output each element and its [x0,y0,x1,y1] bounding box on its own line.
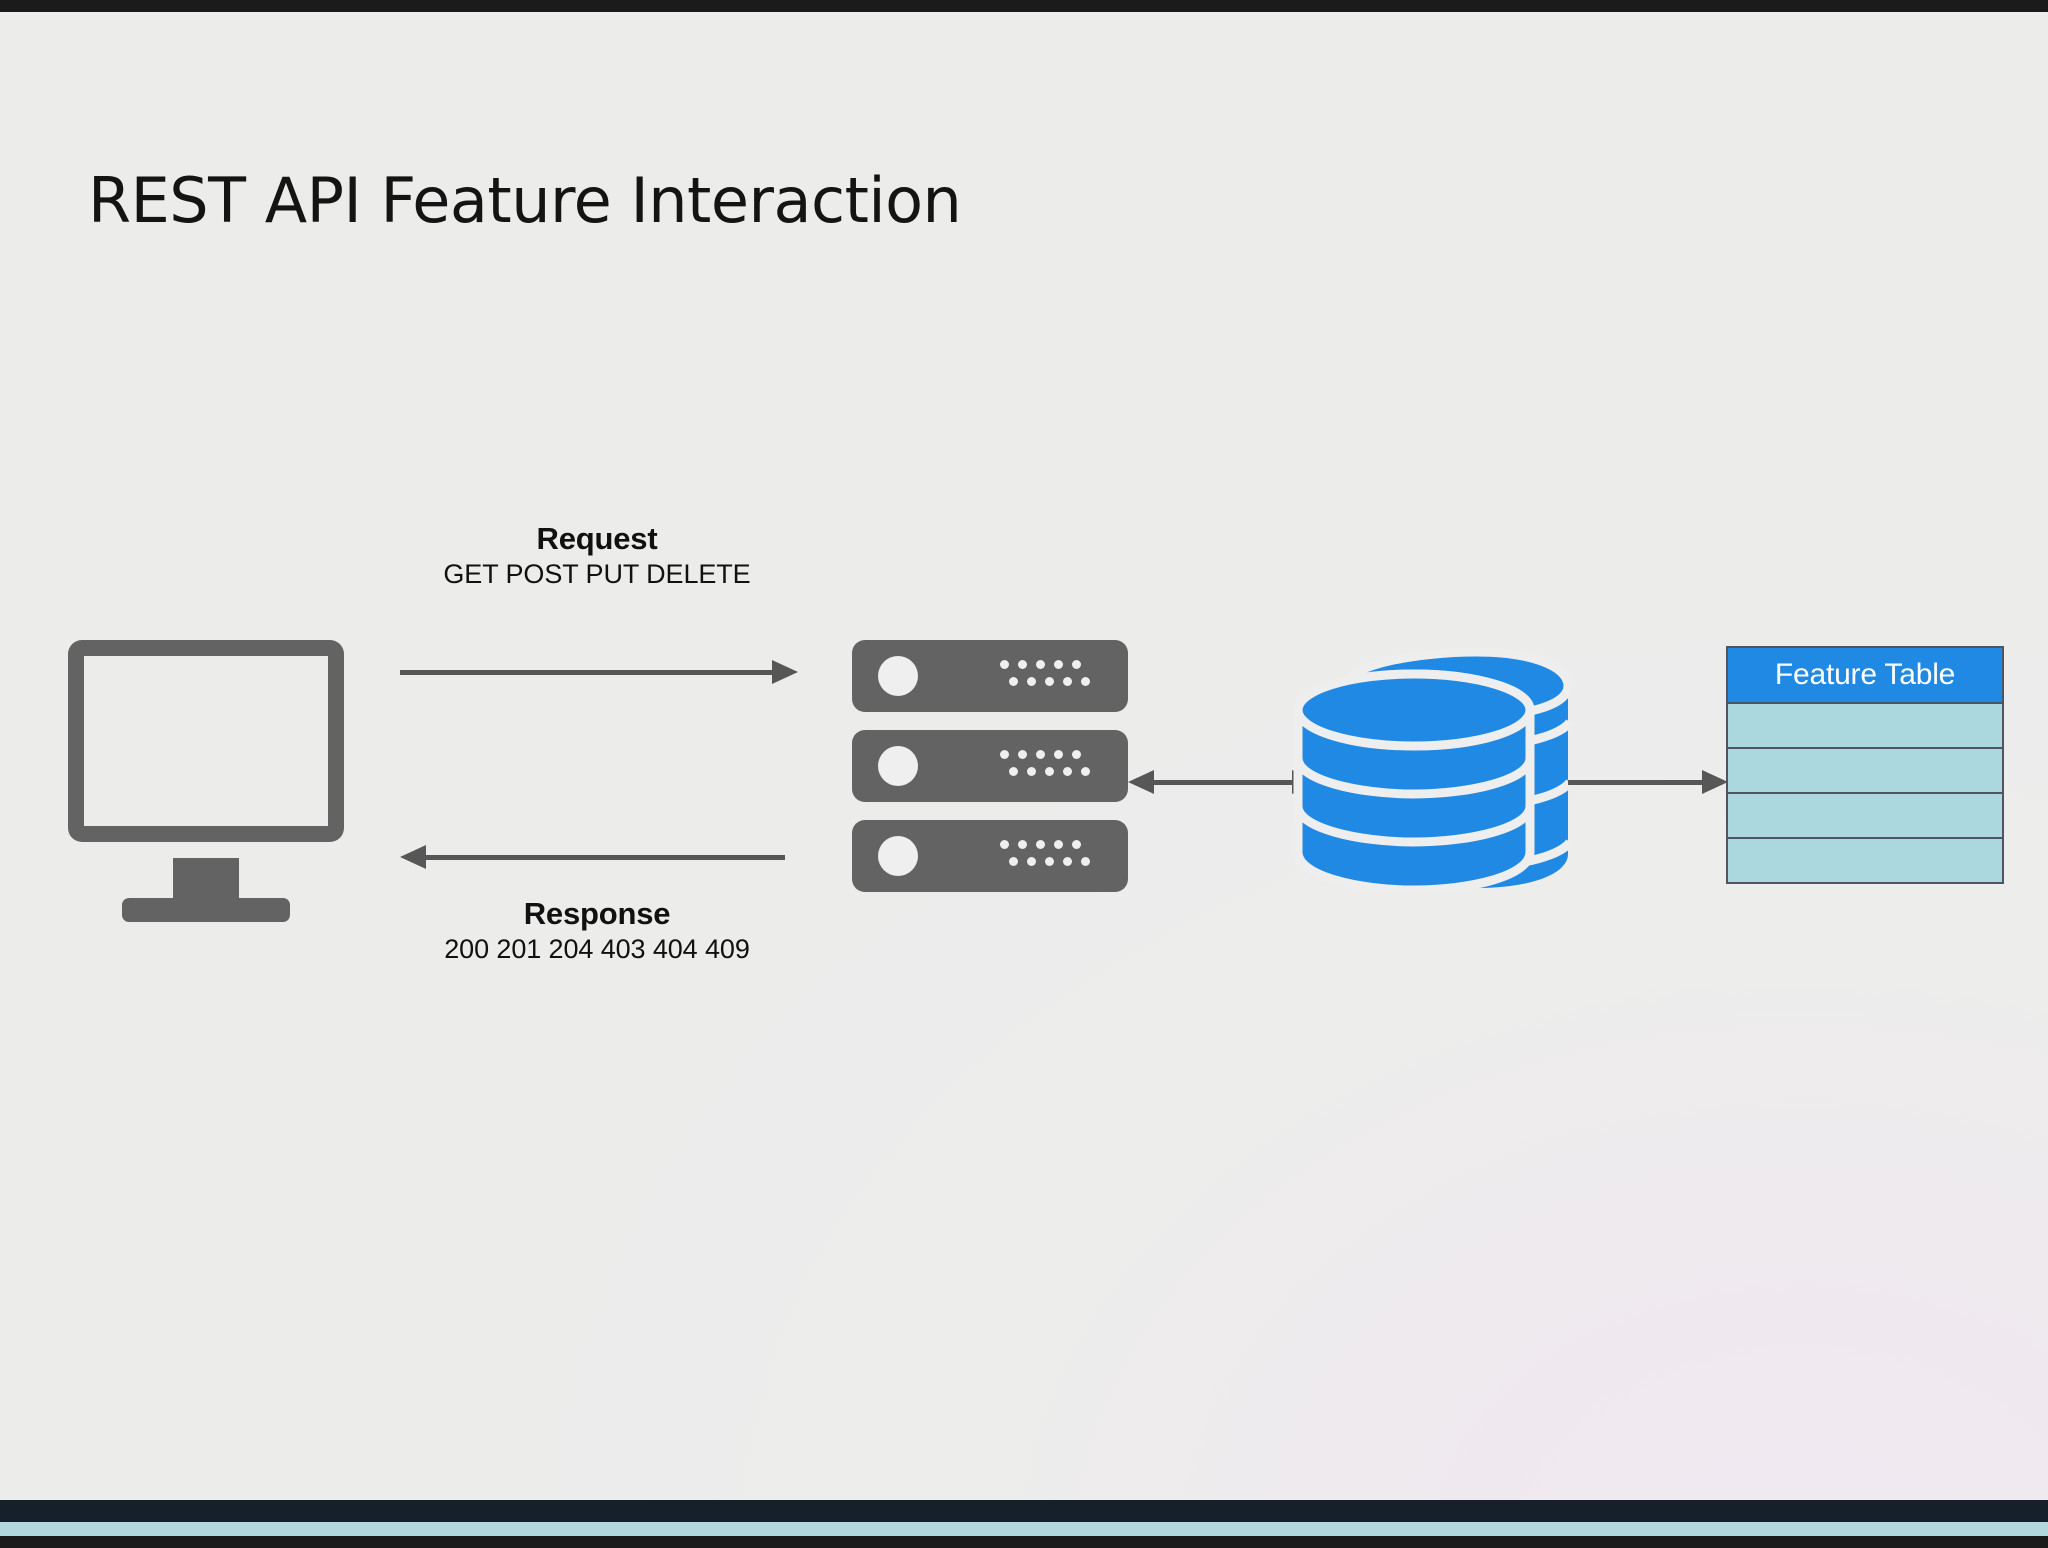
feature-table-row[interactable] [1726,794,2004,839]
feature-table-row[interactable] [1726,839,2004,884]
server-database-arrow-line [1152,780,1294,785]
server-power-led-icon [878,656,918,696]
server-unit [852,730,1128,802]
database-cylinder-svg [1293,647,1574,895]
page-title: REST API Feature Interaction [88,164,962,237]
server-power-led-icon [878,746,918,786]
server-unit [852,820,1128,892]
monitor-icon[interactable] [60,640,350,922]
server-indicator-dots [1000,750,1092,782]
request-label-group: Request GET POST PUT DELETE [367,521,827,592]
monitor-screen [68,640,344,842]
database-icon[interactable] [1286,644,1586,904]
request-label-methods: GET POST PUT DELETE [443,558,751,589]
slide-top-frame-bar [0,0,2048,12]
request-arrow-line [400,670,774,675]
response-arrow-line [426,855,785,860]
server-power-led-icon [878,836,918,876]
response-arrow-head-left [400,845,426,869]
monitor-stand-base [122,898,290,922]
server-rack-icon[interactable] [852,640,1132,912]
response-label-title: Response [523,896,671,931]
response-label-group: Response 200 201 204 403 404 409 [367,896,827,967]
feature-table-row[interactable] [1726,704,2004,749]
slide-canvas: REST API Feature Interaction Request GET… [0,12,2048,1500]
database-table-arrow-head-right [1702,770,1728,794]
request-arrow [400,657,800,687]
slide-bottom-accent-strip [0,1522,2048,1536]
request-arrow-head-right [772,660,798,684]
server-unit [852,640,1128,712]
response-arrow [400,842,785,872]
request-label-title: Request [536,521,658,556]
server-database-arrow-head-left [1128,770,1154,794]
rest-api-flow-diagram: Request GET POST PUT DELETE Response 200… [0,12,2048,1548]
feature-table-header: Feature Table [1726,646,2004,704]
slide-bottom-frame-bar [0,1500,2048,1522]
response-label-status-codes: 200 201 204 403 404 409 [444,933,750,964]
feature-table-row[interactable] [1726,749,2004,794]
server-indicator-dots [1000,840,1092,872]
feature-table[interactable]: Feature Table [1726,646,2004,884]
database-table-arrow-line [1568,780,1704,785]
server-indicator-dots [1000,660,1092,692]
database-table-arrow [1568,767,1728,797]
